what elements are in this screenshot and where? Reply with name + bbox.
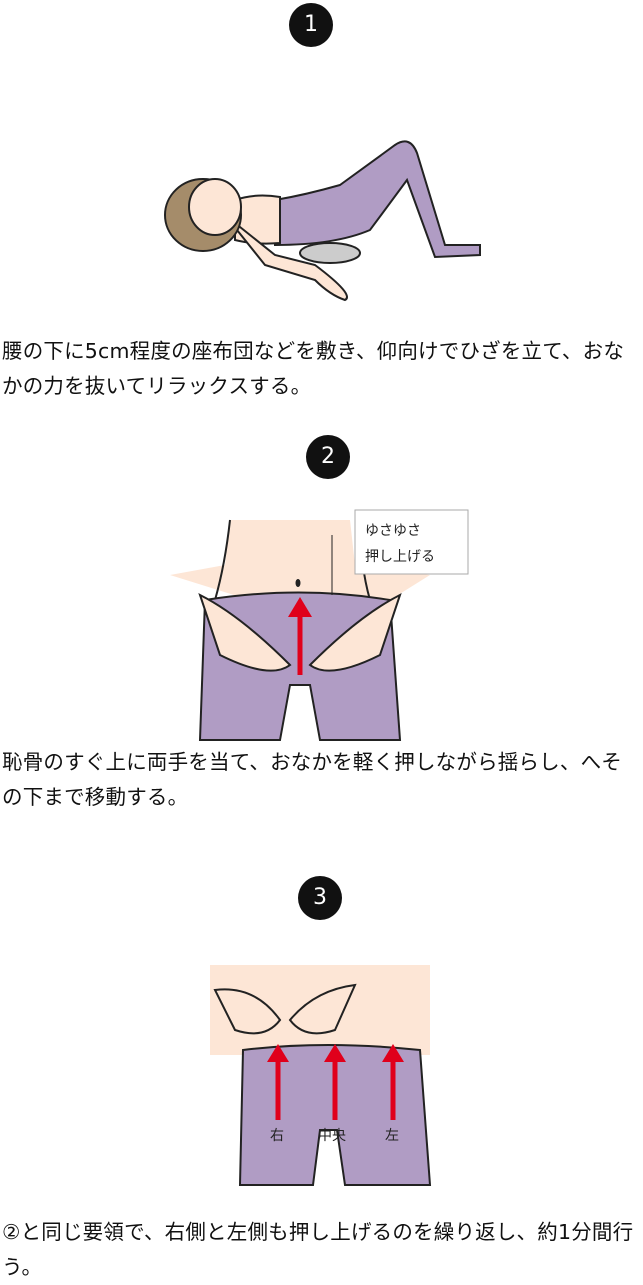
belly-hands-illustration: ゆさゆさ 押し上げる xyxy=(170,509,469,741)
step-3-text: ②と同じ要領で、右側と左側も押し上げるのを繰り返し、約1分間行う。 xyxy=(2,1220,634,1279)
lying-knees-up-illustration xyxy=(164,140,481,302)
step-1-text: 腰の下に5cm程度の座布団などを敷き、仰向けでひざを立て、おなかの力を抜いてリラ… xyxy=(2,339,625,398)
step-3-badge: 3 xyxy=(298,876,342,920)
label-center: 中央 xyxy=(318,1128,346,1144)
belly-three-points-illustration: 右 中央 左 xyxy=(210,965,432,1186)
step-2-badge: 2 xyxy=(306,435,350,479)
label-left: 左 xyxy=(385,1128,399,1144)
callout-line-2: 押し上げる xyxy=(365,549,435,565)
step-2-text: 恥骨のすぐ上に両手を当て、おなかを軽く押しながら揺らし、へその下まで移動する。 xyxy=(2,750,622,809)
label-right: 右 xyxy=(270,1128,284,1144)
step-1-badge: 1 xyxy=(289,3,333,47)
callout-line-1: ゆさゆさ xyxy=(365,523,421,539)
